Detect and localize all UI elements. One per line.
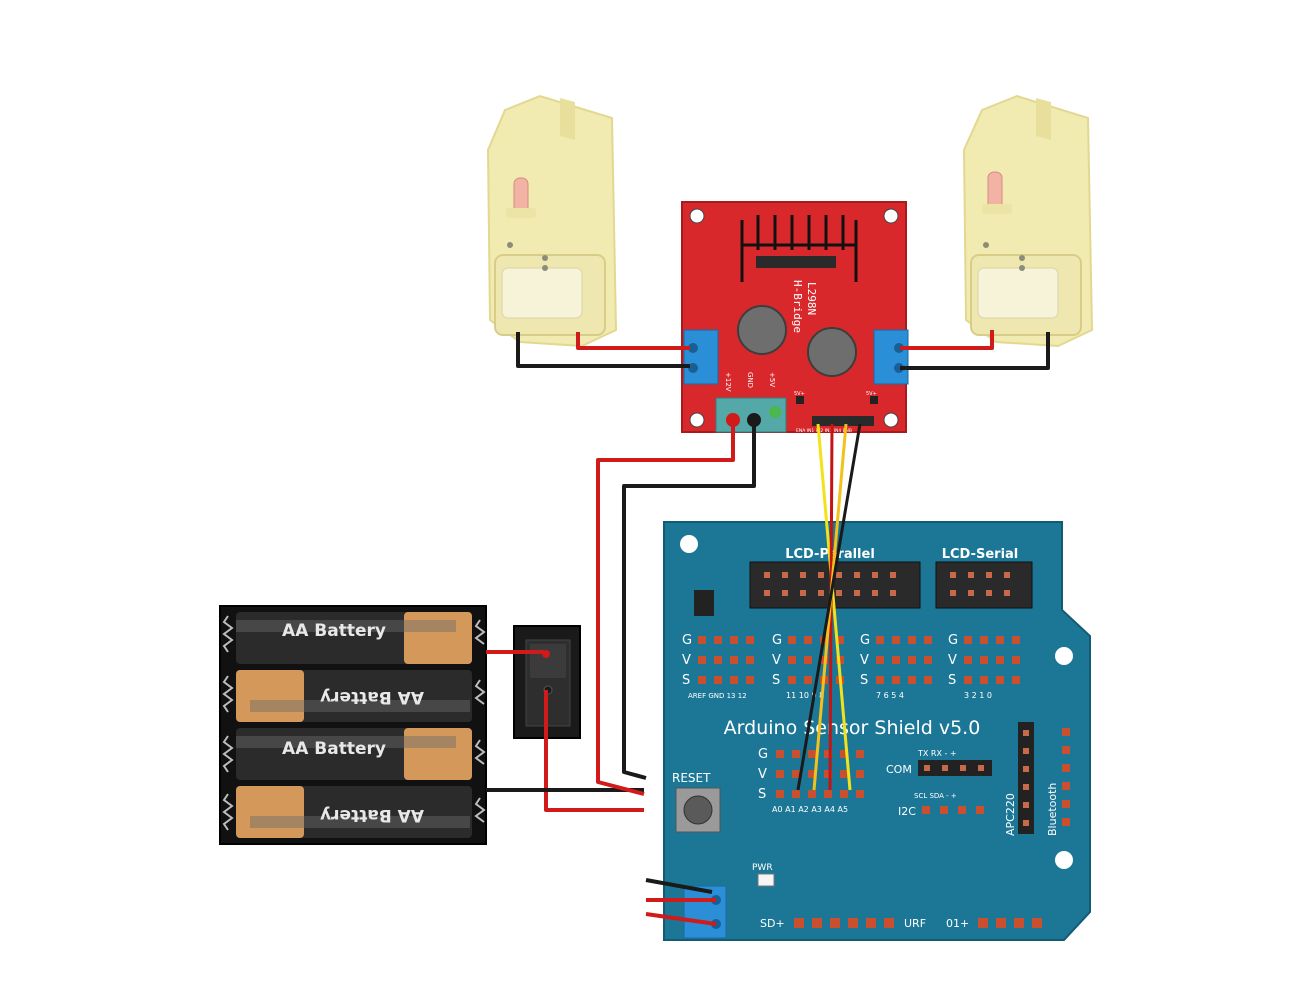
pin-5v-label: +5V (768, 372, 776, 387)
right-gear-motor (962, 94, 1094, 348)
pin-inputs-label: ENA IN1 IN2 IN3 IN4 ENB (796, 428, 852, 434)
digital-labels-3: 7 6 5 4 (876, 691, 904, 700)
battery-cell-3: AA Battery (236, 728, 472, 780)
pin-12v-label: +12V (724, 372, 732, 392)
left-gear-motor (486, 94, 618, 348)
s-label: S (948, 673, 956, 688)
shield-power-terminal (683, 885, 727, 939)
left-motor-red-wire (576, 332, 690, 350)
shield-terminal-red-wire-2 (645, 912, 717, 926)
logic-input-header: 5V+ 5V+ ENA IN1 IN2 IN3 IN4 ENB (794, 391, 878, 434)
analog-labels: A0 A1 A2 A3 A4 A5 (772, 805, 848, 814)
driver-12v-red-wire (596, 420, 735, 796)
v-label: V (682, 653, 691, 668)
battery-3-label: AA Battery (282, 739, 386, 759)
right-motor-black-wire (900, 332, 1050, 370)
shield-title: Arduino Sensor Shield v5.0 (724, 717, 981, 739)
pin-5v-b-label: 5V+ (866, 391, 877, 397)
battery-2-label: AA Battery (320, 687, 424, 707)
pin-gnd-label: GND (746, 372, 754, 388)
analog-pins: G V S A0 A1 A2 A3 A4 A5 (758, 747, 864, 814)
switch-to-shield-red-wire (544, 690, 644, 812)
v-label: V (772, 653, 781, 668)
scl-sda-label: SCL SDA - + (914, 792, 957, 800)
battery-cell-4: AA Battery (236, 786, 472, 838)
gvs-labels-group-1: G V S (682, 633, 692, 688)
apc220-header: APC220 (1004, 722, 1034, 836)
shield-terminal-black-wire (645, 878, 713, 894)
in4-black-wire (796, 423, 862, 791)
apc220-label: APC220 (1004, 793, 1017, 836)
s-label: S (772, 673, 780, 688)
gvs-labels-group-2: G V S (772, 633, 782, 688)
gvs-labels-group-4: G V S (948, 633, 958, 688)
in1-yellow-wire (816, 423, 852, 791)
g-label: G (860, 633, 870, 648)
reset-label: RESET (672, 771, 711, 785)
motor-a-terminal (683, 329, 719, 385)
digital-labels-2: 11 10 9 8 (786, 691, 824, 700)
battery-springs (222, 615, 486, 831)
urf-label: URF (904, 917, 926, 930)
digital-labels-1: AREF GND 13 12 (688, 692, 747, 700)
com-label: COM (886, 763, 912, 776)
battery-cell-1: AA Battery (236, 612, 472, 664)
v-label: V (758, 767, 767, 782)
battery-pack: AA Battery AA Battery AA Battery AA Batt… (219, 605, 487, 845)
reset-button: RESET (672, 771, 721, 833)
signal-wires (796, 423, 862, 791)
urf01-label: 01+ (946, 917, 969, 930)
s-label: S (682, 673, 690, 688)
lcd-serial-header (935, 561, 1033, 609)
motor-b-terminal (873, 329, 909, 385)
left-motor-black-wire (516, 332, 690, 368)
bottom-headers: SD+ URF 01+ (760, 917, 1042, 930)
power-terminal (715, 397, 787, 433)
motor-wires (516, 330, 1050, 370)
pwr-led: PWR (752, 863, 775, 887)
gvs-labels-group-3: G V S (860, 633, 870, 688)
v-label: V (860, 653, 869, 668)
battery-4-label: AA Battery (320, 805, 424, 825)
heatsink (740, 215, 858, 282)
battery-1-label: AA Battery (282, 621, 386, 641)
g-label: G (772, 633, 782, 648)
pin-5v-a-label: 5V+ (794, 391, 805, 397)
bluetooth-label: Bluetooth (1046, 783, 1059, 836)
l298n-motor-driver: L298N H-Bridge +12V GND +5V 5V+ (681, 201, 909, 434)
bluetooth-header: Bluetooth (1046, 728, 1070, 836)
driver-gnd-black-wire (622, 420, 756, 780)
g-label: G (682, 633, 692, 648)
g-label: G (758, 747, 768, 762)
lcd-serial-label: LCD-Serial (942, 547, 1019, 562)
com-header: TX RX - + COM (886, 749, 992, 776)
driver-type-label: H-Bridge (791, 280, 804, 333)
right-motor-red-wire (900, 330, 994, 350)
i2c-header: SCL SDA - + I2C (898, 792, 984, 818)
sd-label: SD+ (760, 917, 785, 930)
arduino-sensor-shield: LCD-Parallel LCD-Serial G V S (663, 521, 1091, 941)
s-label: S (758, 787, 766, 802)
driver-model-label: L298N (805, 282, 818, 315)
v-label: V (948, 653, 957, 668)
s-label: S (860, 673, 868, 688)
power-wires (486, 420, 756, 926)
digital-labels-4: 3 2 1 0 (964, 691, 992, 700)
pwr-label: PWR (752, 863, 773, 873)
tx-rx-label: TX RX - + (917, 749, 957, 758)
battery-cell-2: AA Battery (236, 670, 472, 722)
i2c-label: I2C (898, 805, 916, 818)
g-label: G (948, 633, 958, 648)
